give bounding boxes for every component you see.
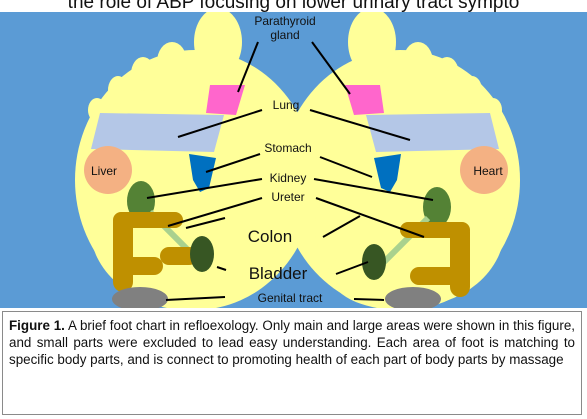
label-heart: Heart <box>473 164 503 178</box>
left-lung-area <box>91 113 224 152</box>
foot-chart-figure: Parathyroid gland Lung Stomach Kidney Ur… <box>0 12 587 308</box>
left-bladder-area <box>190 236 214 272</box>
label-stomach: Stomach <box>264 141 311 155</box>
caption-lead: Figure 1. <box>9 318 65 333</box>
left-colon-area-3 <box>113 257 163 275</box>
right-toe-3 <box>435 57 459 91</box>
label-colon: Colon <box>248 227 292 246</box>
label-kidney: Kidney <box>270 171 307 185</box>
right-toe-4 <box>462 76 482 104</box>
label-ureter: Ureter <box>271 190 304 204</box>
left-toe-3 <box>131 57 155 91</box>
figure-caption: Figure 1. A brief foot chart in refloexo… <box>2 311 582 415</box>
right-toe-2 <box>403 42 433 82</box>
right-colon-area-2 <box>450 222 470 297</box>
leader-genital-right <box>354 299 384 300</box>
left-toe-2 <box>157 42 187 82</box>
caption-body: A brief foot chart in refloexology. Only… <box>9 318 575 367</box>
left-toe-4 <box>108 76 128 104</box>
right-colon-area-3 <box>410 267 470 285</box>
left-colon-area-2 <box>113 212 133 292</box>
label-lung: Lung <box>273 98 300 112</box>
label-liver: Liver <box>91 164 117 178</box>
label-parathyroid-line1: Parathyroid <box>254 14 315 28</box>
label-genital: Genital tract <box>258 291 323 305</box>
label-parathyroid-line2: gland <box>270 28 299 42</box>
label-bladder: Bladder <box>249 264 308 283</box>
